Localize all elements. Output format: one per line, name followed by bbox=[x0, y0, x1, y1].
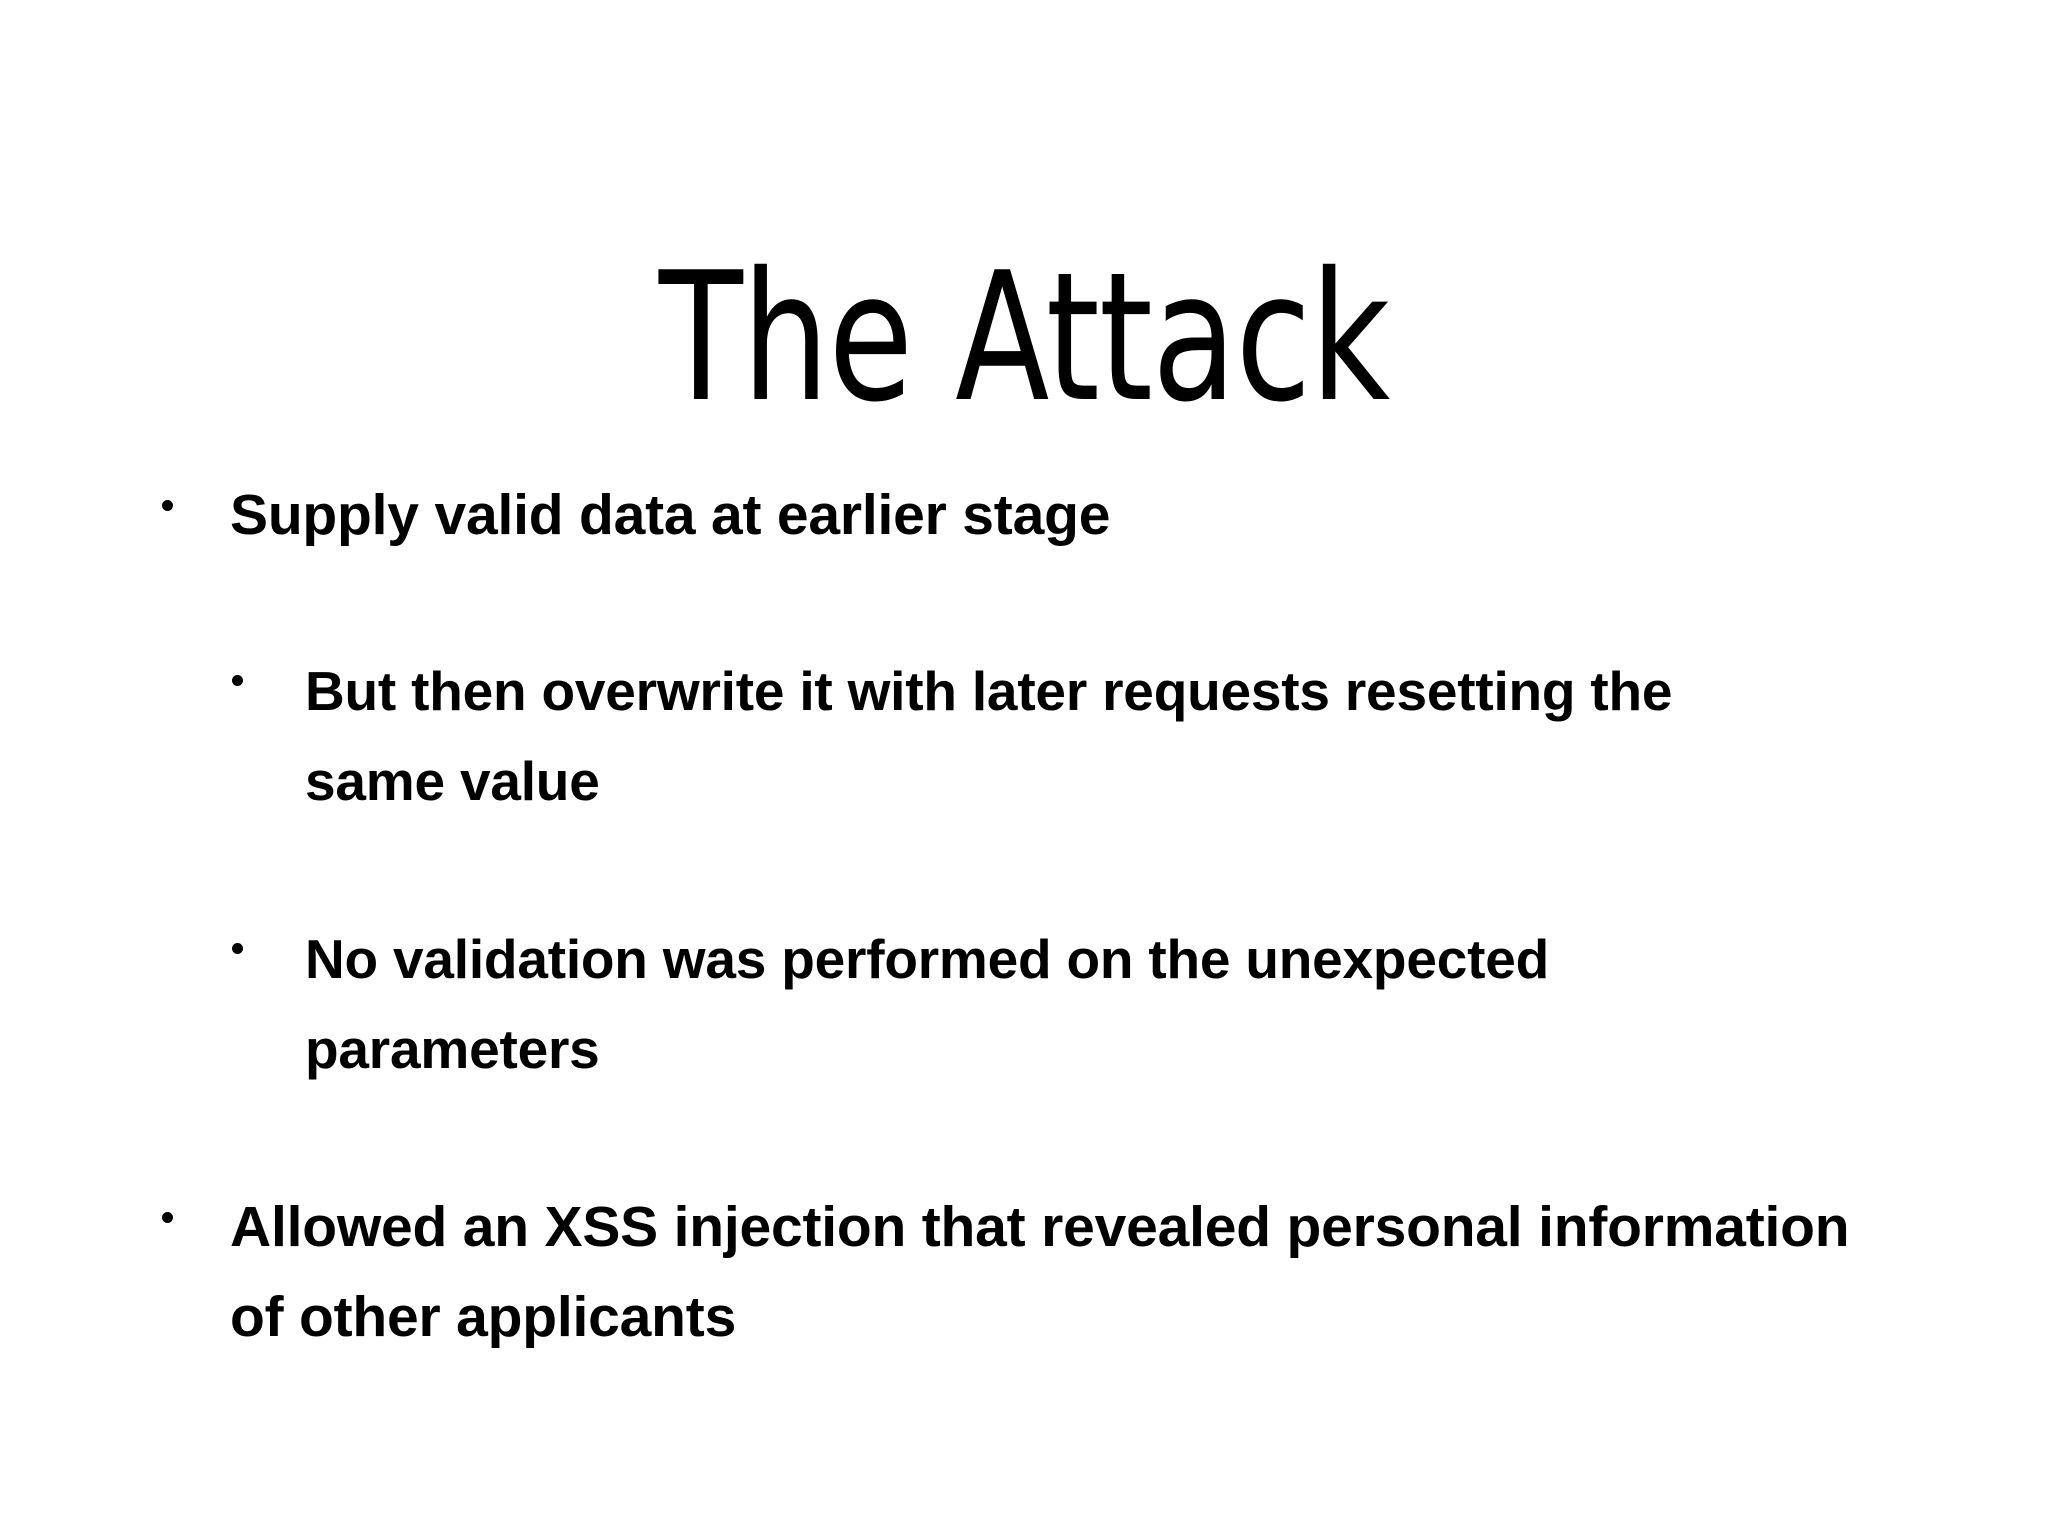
bullet-dot-icon bbox=[232, 675, 243, 686]
bullet-item-text: Allowed an XSS injection that revealed p… bbox=[230, 1195, 1850, 1349]
bullet-item-text: No validation was performed on the unexp… bbox=[305, 928, 1549, 1080]
slide-body-bullet-list: Supply valid data at earlier stage But t… bbox=[0, 470, 2048, 1362]
bullet-item-level1: Supply valid data at earlier stage bbox=[0, 470, 2048, 560]
bullet-item-level2: No validation was performed on the unexp… bbox=[0, 914, 2048, 1094]
bullet-dot-icon bbox=[162, 500, 173, 511]
bullet-item-level2: But then overwrite it with later request… bbox=[0, 646, 2048, 826]
bullet-spacer bbox=[0, 1094, 2048, 1182]
bullet-dot-icon bbox=[232, 943, 243, 954]
slide-title: The Attack bbox=[658, 234, 1390, 442]
bullet-item-text: Supply valid data at earlier stage bbox=[230, 483, 1111, 547]
bullet-spacer bbox=[0, 826, 2048, 914]
bullet-item-text: But then overwrite it with later request… bbox=[305, 660, 1673, 812]
bullet-item-level1: Allowed an XSS injection that revealed p… bbox=[0, 1182, 2048, 1362]
bullet-spacer bbox=[0, 560, 2048, 646]
bullet-dot-icon bbox=[162, 1212, 173, 1223]
